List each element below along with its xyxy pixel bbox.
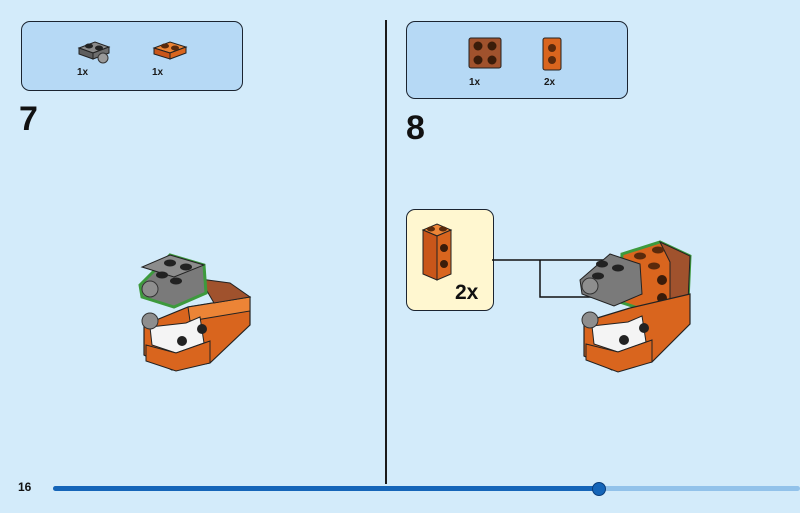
page-number: 16 bbox=[18, 480, 32, 494]
fox-model-step-8 bbox=[579, 240, 692, 373]
page-divider bbox=[385, 20, 387, 484]
part-qty: 1x bbox=[469, 77, 481, 88]
callout-qty: 2x bbox=[455, 281, 479, 304]
gray-plate-with-ball-joint-icon bbox=[77, 41, 111, 64]
reddish-brown-plate-2x2-icon bbox=[468, 37, 502, 69]
fox-model-step-7 bbox=[138, 253, 252, 372]
step-number: 8 bbox=[406, 109, 425, 147]
parts-list-step-7: 1x 1x bbox=[21, 21, 243, 91]
orange-brick-side-studs-icon bbox=[421, 223, 453, 281]
part-qty: 1x bbox=[152, 67, 164, 78]
orange-plate-1x2-icon bbox=[152, 41, 188, 60]
orange-brick-1x1-side-studs-icon bbox=[542, 37, 562, 71]
part-qty: 2x bbox=[544, 77, 556, 88]
progress-bar bbox=[53, 482, 800, 496]
part-qty: 1x bbox=[77, 67, 89, 78]
progress-fill bbox=[53, 486, 600, 491]
progress-knob bbox=[592, 482, 607, 496]
step-number: 7 bbox=[19, 100, 38, 138]
parts-list-step-8: 1x 2x bbox=[406, 21, 628, 99]
sub-assembly-callout: 2x bbox=[406, 209, 494, 311]
